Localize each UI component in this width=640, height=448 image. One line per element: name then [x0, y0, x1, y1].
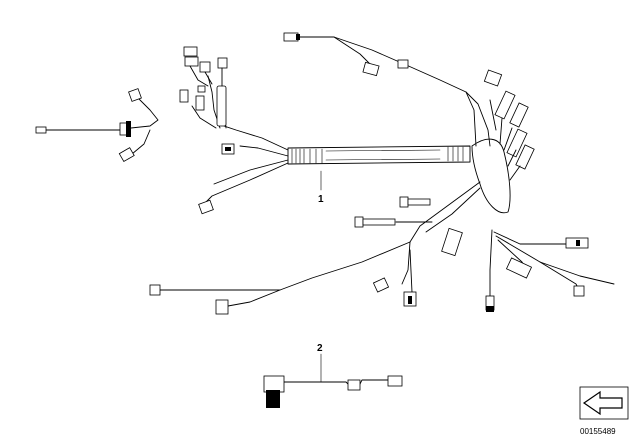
part-2-label: 2 [317, 343, 323, 354]
adapter-plug [263, 375, 285, 393]
adapter-sleeve [347, 379, 361, 391]
main-harness[interactable]: 1 [35, 32, 615, 315]
far-left-branch [35, 88, 159, 163]
document-number: 00155489 [580, 427, 616, 436]
adapter-lead[interactable]: 2 [263, 343, 403, 408]
adapter-wire [283, 379, 391, 389]
part-1-label: 1 [318, 194, 324, 205]
top-right-branch [283, 32, 491, 147]
center-branches [149, 181, 481, 315]
harness-trunk [287, 145, 471, 165]
left-branches [179, 46, 289, 215]
right-connector-cluster [471, 69, 535, 214]
adapter-socket [387, 375, 403, 387]
back-arrow-icon[interactable] [579, 386, 629, 420]
adapter-plug-body [266, 390, 280, 408]
lower-right-branch [485, 229, 615, 312]
